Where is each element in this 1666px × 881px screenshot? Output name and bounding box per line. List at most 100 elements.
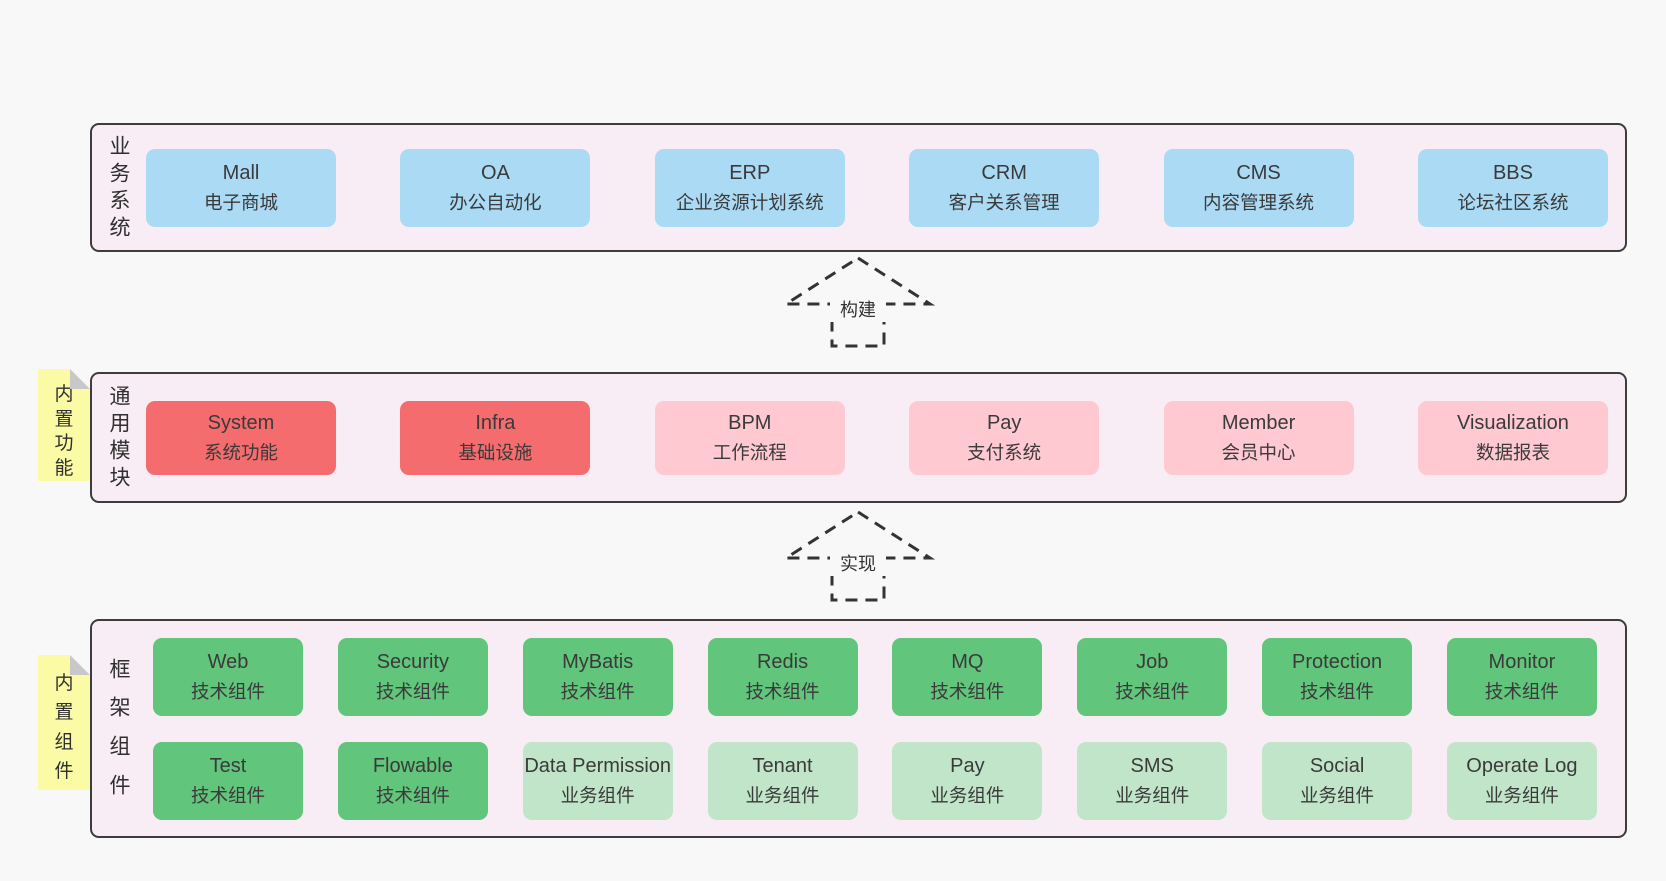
box-title: BBS (1492, 161, 1533, 184)
box-subtitle: 技术组件 (375, 681, 450, 703)
box-mybatis: MyBatis 技术组件 (522, 638, 673, 716)
box-subtitle: 技术组件 (190, 681, 265, 703)
box-subtitle: 系统功能 (203, 441, 278, 463)
box-title: Monitor (1488, 651, 1556, 674)
box-protection: Protection 技术组件 (1262, 638, 1413, 716)
box-subtitle: 技术组件 (745, 681, 820, 703)
panel-components-label: 框架组件 (109, 657, 131, 798)
box-system: System 系统功能 (146, 400, 336, 475)
box-title: MQ (951, 651, 984, 674)
box-subtitle: 工作流程 (712, 441, 787, 463)
box-title: Mall (222, 161, 260, 184)
box-social: Social 业务组件 (1262, 742, 1413, 820)
box-title: Test (209, 755, 247, 778)
box-title: Infra (475, 411, 516, 434)
box-title: Pay (986, 411, 1022, 434)
box-sms: SMS 业务组件 (1077, 742, 1228, 820)
box-subtitle: 业务组件 (930, 785, 1005, 807)
box-monitor: Monitor 技术组件 (1446, 638, 1597, 716)
box-redis: Redis 技术组件 (707, 638, 858, 716)
box-title: Protection (1292, 651, 1383, 674)
box-web: Web 技术组件 (153, 638, 303, 716)
box-subtitle: 业务组件 (560, 785, 635, 807)
modules-box-row: System 系统功能 Infra 基础设施 BPM 工作流程 Pay 支付系统… (146, 400, 1608, 475)
box-subtitle: 企业资源计划系统 (675, 191, 824, 213)
panel-modules-label: 通用模块 (109, 384, 131, 490)
panel-business-label: 业务系统 (109, 134, 131, 240)
box-subtitle: 支付系统 (967, 441, 1042, 463)
box-operate-log: Operate Log 业务组件 (1446, 742, 1597, 820)
box-title: SMS (1130, 755, 1174, 778)
box-title: MyBatis (562, 651, 634, 674)
box-title: CRM (981, 161, 1027, 184)
panel-common-modules: 通用模块 System 系统功能 Infra 基础设施 BPM 工作流程 Pay… (90, 372, 1627, 503)
box-title: Pay (950, 755, 985, 778)
components-box-row-1: Web 技术组件 Security 技术组件 MyBatis 技术组件 Redi… (153, 638, 1597, 716)
box-title: Security (376, 651, 449, 674)
box-mq: MQ 技术组件 (892, 638, 1043, 716)
box-subtitle: 内容管理系统 (1203, 191, 1315, 213)
implement-arrow-label: 实现 (840, 554, 876, 574)
box-title: Member (1221, 411, 1296, 434)
box-data-permission: Data Permission 业务组件 (522, 742, 673, 820)
box-subtitle: 技术组件 (190, 785, 265, 807)
box-job: Job 技术组件 (1077, 638, 1228, 716)
box-title: ERP (729, 161, 771, 184)
box-flowable: Flowable 技术组件 (337, 742, 488, 820)
sticky-note-built-in-components: 内置组件 (38, 655, 90, 790)
box-title: Flowable (372, 755, 453, 778)
box-subtitle: 技术组件 (560, 681, 635, 703)
box-title: Data Permission (524, 755, 672, 778)
box-subtitle: 电子商城 (203, 191, 278, 213)
box-pay: Pay 支付系统 (909, 400, 1100, 475)
box-subtitle: 基础设施 (458, 441, 533, 463)
build-arrow-label: 构建 (840, 300, 876, 320)
box-title: Job (1136, 651, 1169, 674)
box-title: BPM (728, 411, 772, 434)
build-arrow-icon: 构建 (780, 256, 936, 348)
box-visualization: Visualization 数据报表 (1417, 400, 1608, 475)
box-title: System (207, 411, 275, 434)
box-title: OA (480, 161, 510, 184)
box-security: Security 技术组件 (337, 638, 488, 716)
sticky-note-label: 内置功能 (54, 384, 74, 480)
box-subtitle: 会员中心 (1221, 441, 1296, 463)
box-subtitle: 办公自动化 (449, 191, 542, 213)
panel-framework-components: 框架组件 Web 技术组件 Security 技术组件 MyBatis 技术组件… (90, 619, 1627, 838)
box-title: Web (207, 651, 249, 674)
box-title: Social (1309, 755, 1365, 778)
components-box-row-2: Test 技术组件 Flowable 技术组件 Data Permission … (153, 742, 1597, 820)
box-subtitle: 技术组件 (375, 785, 450, 807)
box-title: Tenant (752, 755, 813, 778)
box-tenant: Tenant 业务组件 (707, 742, 858, 820)
box-subtitle: 业务组件 (1484, 785, 1559, 807)
box-cms: CMS 内容管理系统 (1163, 148, 1354, 227)
box-subtitle: 数据报表 (1475, 441, 1550, 463)
box-subtitle: 业务组件 (745, 785, 820, 807)
box-oa: OA 办公自动化 (400, 148, 591, 227)
box-subtitle: 业务组件 (1115, 785, 1190, 807)
box-bbs: BBS 论坛社区系统 (1417, 148, 1608, 227)
sticky-note-built-in-features: 内置功能 (38, 369, 90, 481)
box-infra: Infra 基础设施 (400, 400, 591, 475)
box-pay-biz: Pay 业务组件 (892, 742, 1043, 820)
box-mall: Mall 电子商城 (146, 148, 336, 227)
box-title: Operate Log (1466, 755, 1578, 778)
box-title: Visualization (1456, 411, 1569, 434)
box-title: CMS (1236, 161, 1281, 184)
box-test: Test 技术组件 (153, 742, 303, 820)
business-box-row: Mall 电子商城 OA 办公自动化 ERP 企业资源计划系统 CRM 客户关系… (146, 148, 1608, 227)
box-subtitle: 论坛社区系统 (1457, 191, 1569, 213)
box-title: Redis (756, 651, 809, 674)
box-bpm: BPM 工作流程 (654, 400, 845, 475)
sticky-note-label: 内置组件 (54, 673, 74, 783)
box-erp: ERP 企业资源计划系统 (654, 148, 845, 227)
box-subtitle: 技术组件 (930, 681, 1005, 703)
box-subtitle: 客户关系管理 (948, 191, 1060, 213)
box-member: Member 会员中心 (1163, 400, 1354, 475)
panel-business-systems: 业务系统 Mall 电子商城 OA 办公自动化 ERP 企业资源计划系统 CRM… (90, 123, 1627, 252)
implement-arrow-icon: 实现 (780, 510, 936, 602)
box-subtitle: 业务组件 (1300, 785, 1375, 807)
box-subtitle: 技术组件 (1484, 681, 1559, 703)
box-crm: CRM 客户关系管理 (909, 148, 1100, 227)
